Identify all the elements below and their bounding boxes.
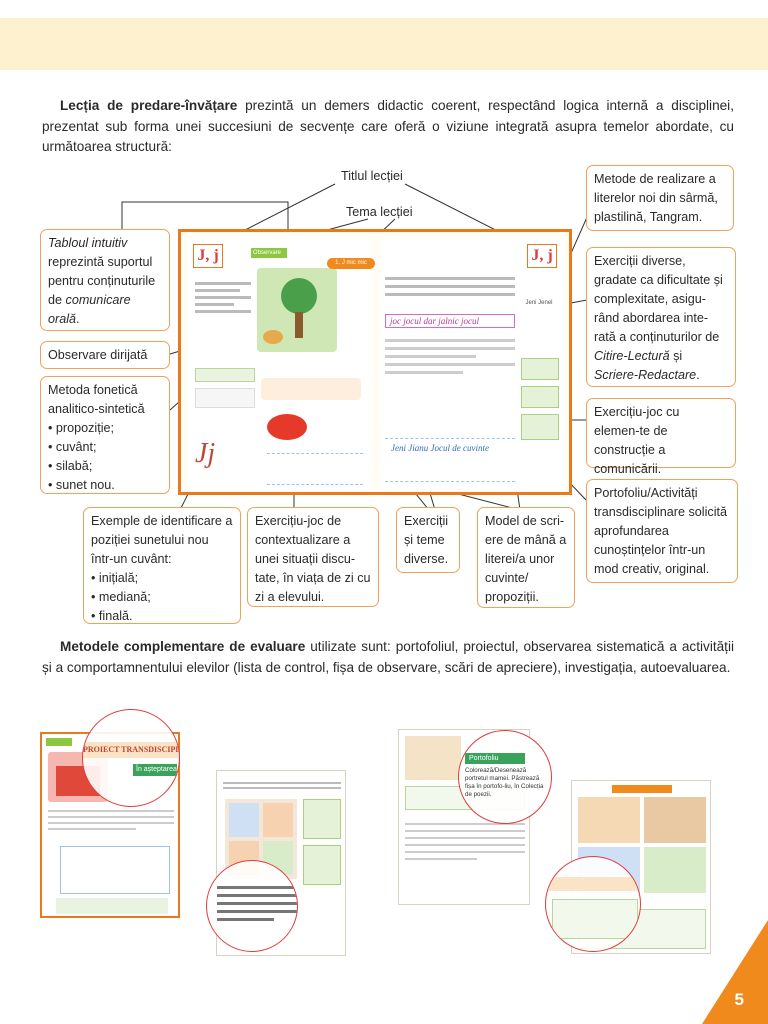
phrase-box: joc jocul dar jalnic jocul — [385, 314, 515, 328]
exercitii-text: Exerciții diverse, gradate ca dificultat… — [594, 254, 723, 344]
exemple-item: • finală. — [91, 609, 133, 623]
writing-lines-left — [267, 453, 363, 485]
syllable-grid — [195, 388, 255, 408]
fonetica-item: • propoziție; — [48, 421, 115, 435]
portofoliu-box-title: Portofoliu — [465, 753, 525, 764]
objects-row — [261, 378, 361, 400]
header-band — [0, 18, 768, 70]
complementare-text: utilizate sunt: portofoliul, proiectul, … — [42, 639, 734, 675]
exercitii-end: . — [696, 368, 700, 382]
thumb-lines — [48, 806, 174, 846]
thumb2-side — [303, 799, 341, 891]
exercitii-si: și — [669, 349, 683, 363]
page-number: 5 — [734, 990, 744, 1009]
letter-box-left: J, j — [193, 244, 223, 268]
zoom-circle-scenes — [545, 856, 641, 952]
callout-exercitii-diverse: Exerciții diverse, gradate ca dificultat… — [586, 247, 736, 387]
thumb4-header — [612, 785, 672, 793]
text-block — [385, 334, 515, 390]
book-page-right: J, j 1. J mic mic joc jocul dar jalnic j… — [327, 238, 563, 490]
cursive-sentence: Jeni Jianu Jocul de cuvinte — [385, 438, 515, 482]
fonetica-item: • silabă; — [48, 459, 93, 473]
textbook-spread: J, j Observare Jj J, j 1. J mic mic joc … — [178, 229, 572, 495]
letter-box-right: J, j — [527, 244, 557, 268]
thumb2-lines — [223, 779, 341, 793]
illustration-tree — [257, 268, 337, 352]
fonetica-item: • sunet nou. — [48, 478, 115, 492]
portofoliu-box-text: Colorează/Desenează portretul mamei. Păs… — [465, 767, 544, 798]
exercitii-citire: Citire-Lectură — [594, 349, 670, 363]
callout-tablou-intuitiv: Tabloul intuitiv reprezintă suportul pen… — [40, 229, 170, 331]
complementare-bold: Metodele complementare de evaluare — [60, 639, 306, 654]
intro-text: prezintă un demers didactic coerent, res… — [42, 98, 734, 154]
side-boxes — [521, 358, 559, 448]
zoom4-table — [552, 899, 638, 939]
page-corner — [702, 920, 768, 1024]
exemple-item: • inițială; — [91, 571, 139, 585]
thumb-tag — [46, 738, 72, 746]
callout-joc-constructie: Exercițiu-joc cu elemen-te de construcți… — [586, 398, 736, 476]
intro-bold: Lecția de predare-învățare — [60, 98, 238, 113]
intro-paragraph: Lecția de predare-învățare prezintă un d… — [42, 96, 734, 158]
complementare-paragraph: Metodele complementare de evaluare utili… — [42, 637, 734, 678]
callout-teme: Exerciții și teme diverse. — [396, 507, 460, 573]
zoom-circle-portofoliu: Portofoliu Colorează/Desenează portretul… — [458, 730, 552, 824]
thumb3-illustration — [405, 736, 461, 780]
zoom-circle-worksheet — [206, 860, 298, 952]
fonetica-item: • cuvânt; — [48, 440, 97, 454]
thumb3-lines — [405, 818, 525, 898]
book-page-left: J, j Observare Jj — [187, 238, 371, 490]
zoom-circle-proiect: PROIECT TRANSDISCIPLINAR În așteptarea..… — [82, 709, 180, 807]
zoom4-band — [546, 877, 640, 891]
cursive-letters: Jj — [195, 438, 216, 469]
exercitii-scriere: Scriere-Redactare — [594, 368, 697, 382]
red-ladybug — [267, 414, 307, 440]
exemple-item: • mediană; — [91, 590, 151, 604]
proiect-title: PROIECT TRANSDISCIPLINAR — [83, 742, 179, 758]
fonetica-title: Metoda fonetică analitico-sintetică — [48, 383, 145, 416]
tablou-end: . — [76, 312, 80, 326]
callout-model: Model de scri-ere de mână a literei/a un… — [477, 507, 575, 608]
name-jenel: Jenel — [538, 300, 553, 306]
kids-names: Jeni Jenel — [521, 278, 557, 358]
observare-tag: Observare — [251, 248, 287, 258]
thumb-table — [60, 846, 170, 894]
proiect-tag: În așteptarea... — [133, 764, 177, 776]
tablou-term: Tabloul intuitiv — [48, 236, 128, 250]
word-grid — [385, 272, 515, 306]
tema-pill: 1. J mic mic — [327, 258, 375, 269]
callout-exemple: Exemple de identificare a poziției sunet… — [83, 507, 241, 624]
label-tema-lectiei: Tema lecției — [346, 205, 413, 219]
text-lines — [195, 278, 251, 328]
callout-metode: Metode de realizare a literelor noi din … — [586, 165, 734, 231]
callout-joc-context: Exercițiu-joc de contextualizare a unei … — [247, 507, 379, 607]
tablou-text: reprezintă suportul pentru conținuturile… — [48, 255, 156, 307]
exemple-title: Exemple de identificare a poziției sunet… — [91, 514, 233, 566]
thumb-footer — [56, 898, 168, 914]
tablou-term-2: comunicare orală — [48, 293, 131, 326]
callout-portofoliu: Portofoliu/Activități transdisciplinare … — [586, 479, 738, 583]
callout-fonetica: Metoda fonetică analitico-sintetică • pr… — [40, 376, 170, 494]
name-jeni: Jeni — [525, 300, 537, 306]
label-titlul-lectiei: Titlul lecției — [341, 169, 403, 183]
zoom2-lines — [217, 881, 297, 941]
syllable-row — [195, 368, 255, 382]
callout-observare: Observare dirijată — [40, 341, 170, 369]
